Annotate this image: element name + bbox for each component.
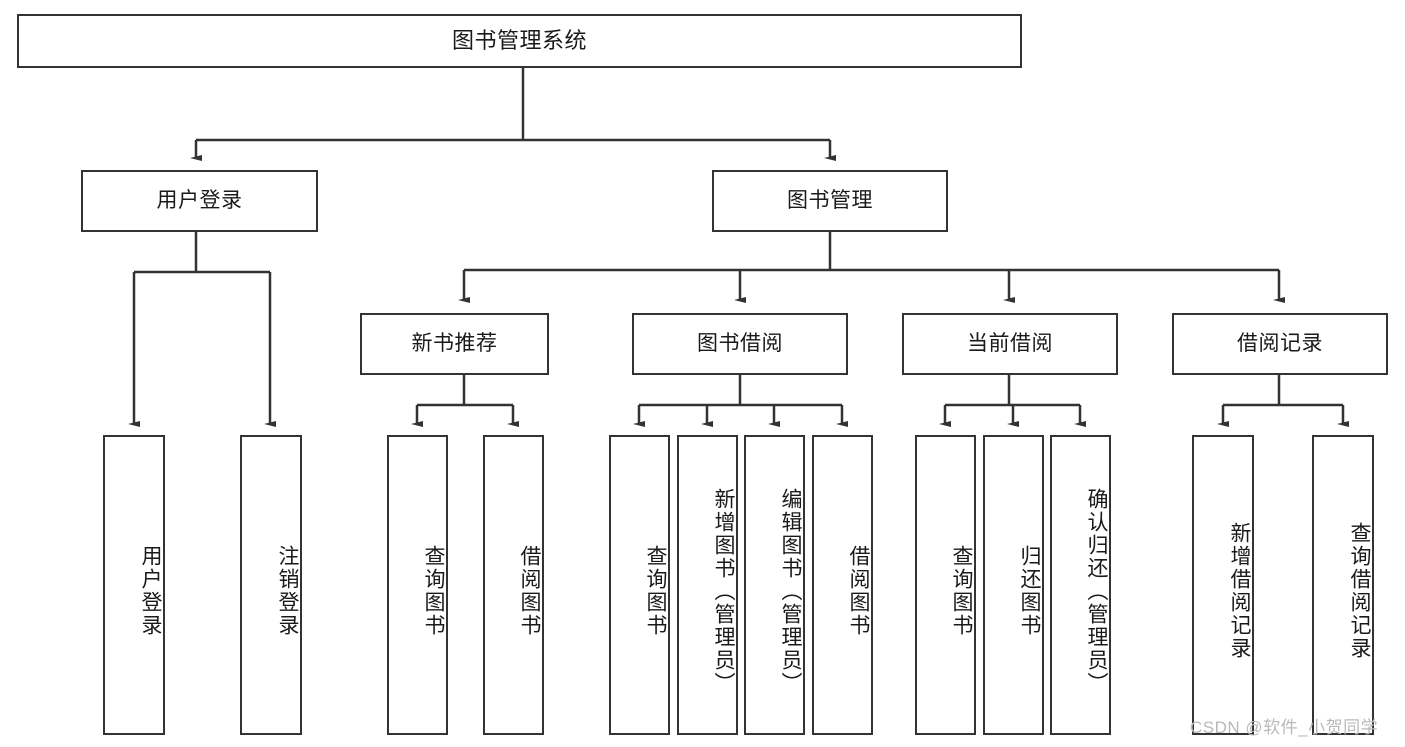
node-root-system[interactable]: 图书管理系统: [17, 14, 1022, 68]
leaf-new-book-borrow[interactable]: 借阅图书: [483, 435, 544, 735]
leaf-borrow-query-book[interactable]: 查询图书: [609, 435, 670, 735]
node-label: 图书借阅: [697, 332, 783, 356]
node-borrow-record[interactable]: 借阅记录: [1172, 313, 1388, 375]
leaf-new-book-query[interactable]: 查询图书: [387, 435, 448, 735]
node-label: 图书管理系统: [451, 27, 587, 53]
leaf-record-add[interactable]: 新增借阅记录: [1192, 435, 1254, 735]
node-label: 新增图书（管理员）: [712, 487, 735, 695]
leaf-borrow-edit-book[interactable]: 编辑图书（管理员）: [744, 435, 805, 735]
leaf-current-query-book[interactable]: 查询图书: [915, 435, 976, 735]
node-label: 查询借阅记录: [1348, 522, 1371, 660]
leaf-record-query[interactable]: 查询借阅记录: [1312, 435, 1374, 735]
node-label: 当前借阅: [967, 332, 1053, 356]
node-label: 图书管理: [787, 189, 873, 213]
node-label: 归还图书: [1018, 545, 1041, 637]
leaf-borrow-borrow-book[interactable]: 借阅图书: [812, 435, 873, 735]
node-label: 新书推荐: [411, 332, 498, 356]
node-label: 查询图书: [422, 545, 445, 637]
node-label: 新增借阅记录: [1228, 522, 1251, 660]
leaf-current-confirm-return[interactable]: 确认归还（管理员）: [1050, 435, 1111, 735]
node-new-book-recommend[interactable]: 新书推荐: [360, 313, 549, 375]
node-label: 注销登录: [276, 545, 299, 637]
node-book-management[interactable]: 图书管理: [712, 170, 948, 232]
node-label: 用户登录: [156, 189, 243, 213]
node-label: 查询图书: [644, 545, 667, 637]
leaf-user-login[interactable]: 用户登录: [103, 435, 165, 735]
leaf-borrow-add-book[interactable]: 新增图书（管理员）: [677, 435, 738, 735]
node-label: 确认归还（管理员）: [1085, 487, 1108, 695]
node-label: 借阅记录: [1237, 332, 1323, 356]
node-book-borrow[interactable]: 图书借阅: [632, 313, 848, 375]
watermark: CSDN @软件_小贺同学: [1190, 718, 1379, 737]
node-label: 用户登录: [139, 545, 162, 637]
leaf-current-return-book[interactable]: 归还图书: [983, 435, 1044, 735]
node-label: 查询图书: [950, 545, 973, 637]
leaf-logout[interactable]: 注销登录: [240, 435, 302, 735]
node-current-borrow[interactable]: 当前借阅: [902, 313, 1118, 375]
node-user-login[interactable]: 用户登录: [81, 170, 318, 232]
node-label: 借阅图书: [518, 545, 541, 637]
node-label: 借阅图书: [847, 545, 870, 637]
node-label: 编辑图书（管理员）: [779, 487, 802, 695]
